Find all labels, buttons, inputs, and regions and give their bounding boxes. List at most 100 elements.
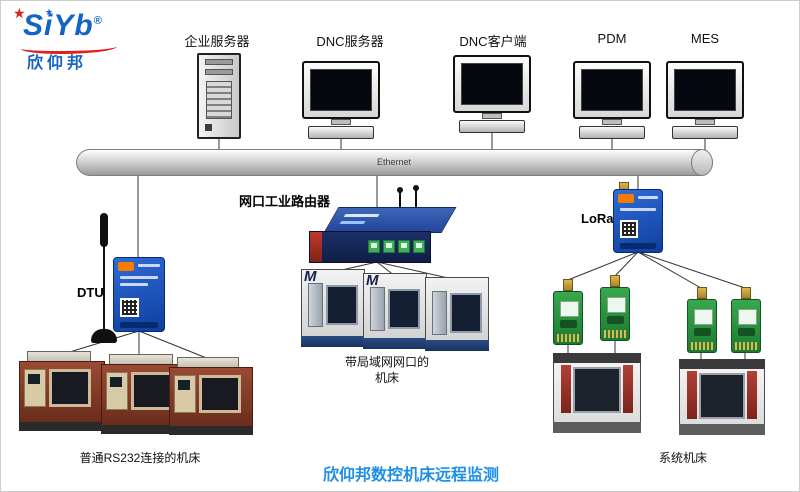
label-enterprise-server: 企业服务器 (184, 34, 250, 49)
vmc-base (425, 340, 489, 351)
computer-icon-dnc-server (302, 61, 380, 139)
router-text-line (339, 221, 366, 224)
monitor-stand (331, 119, 351, 125)
module-antenna-connector (741, 287, 751, 299)
monitor-frame (666, 61, 744, 119)
server-slot (205, 59, 233, 65)
vmc-window (326, 285, 358, 325)
machine-brand-mark: M (366, 272, 379, 289)
machine-door-left (561, 365, 571, 413)
lora-module (553, 279, 583, 345)
lora-module (687, 287, 717, 353)
lora-module (600, 275, 630, 341)
router-antenna (413, 185, 419, 207)
lathe-window (131, 372, 173, 410)
machine-brand-mark: M (304, 268, 317, 285)
module-antenna-connector (697, 287, 707, 299)
computer-icon-pdm (573, 61, 651, 139)
lathe-screen (110, 377, 122, 387)
monitor-frame (573, 61, 651, 119)
lora-brand-logo (618, 194, 634, 203)
module-pins (604, 330, 626, 338)
keyboard (672, 126, 738, 139)
small-star-icon: ★ (45, 7, 54, 17)
monitor-screen (310, 69, 372, 111)
monitor-screen (581, 69, 643, 111)
keyboard (308, 126, 374, 139)
monitor-screen (674, 69, 736, 111)
lora-text-line (638, 196, 658, 199)
keyboard (579, 126, 645, 139)
monitor-stand (602, 119, 622, 125)
vmc-window (388, 289, 420, 329)
module-chip (607, 297, 626, 313)
lan-cnc-machine (425, 277, 489, 351)
router-label: 网口工业路由器 (239, 194, 331, 209)
rs232-machines-label: 普通RS232连接的机床 (79, 451, 201, 465)
router-side-panel (310, 232, 322, 262)
dtu-antenna-rod (103, 245, 105, 333)
lathe-base (101, 425, 187, 434)
vmc-column (370, 287, 385, 331)
monitor-frame (453, 55, 531, 113)
server-tower-icon (197, 53, 241, 139)
module-pins (691, 342, 713, 350)
computer-icon-mes (666, 61, 744, 139)
monitor-screen (461, 63, 523, 105)
lora-text-line (620, 208, 656, 211)
dtu-qr-code (120, 298, 139, 317)
lathe-base (19, 422, 105, 431)
ethernet-port (383, 240, 395, 253)
system-machines-label: 系统机床 (658, 451, 707, 465)
label-mes: MES (690, 31, 720, 46)
machine-door-right (747, 371, 757, 419)
vmc-column (432, 291, 447, 335)
ethernet-port (413, 240, 425, 253)
machine-top-bar (553, 353, 641, 363)
computer-icon-dnc-client (453, 55, 531, 133)
lan-machines-label-line2: 机床 (374, 371, 399, 385)
lathe-base (169, 426, 253, 435)
machine-window (573, 367, 621, 413)
module-band (694, 328, 711, 336)
cnc-lathe-machine (19, 351, 105, 431)
dtu-brand-logo (118, 262, 134, 271)
module-pcb (687, 299, 717, 353)
lathe-window (49, 369, 91, 407)
machine-door-left (687, 371, 697, 419)
ethernet-bus: Ethernet (76, 149, 713, 176)
dtu-device (113, 257, 165, 332)
module-band (607, 316, 624, 324)
lan-machines-label-line1: 带局域网网口的 (344, 355, 429, 369)
star-icon: ★ (13, 5, 26, 21)
dtu-text-line (120, 283, 148, 286)
brand-subtitle: 欣仰邦 (27, 55, 88, 72)
lora-connector-strip (620, 243, 656, 249)
server-slot (205, 69, 233, 75)
label-dnc-client: DNC客户端 (459, 34, 527, 49)
cnc-lathe-machine (169, 357, 253, 435)
module-antenna-connector (563, 279, 573, 291)
machine-base (679, 424, 765, 435)
dtu-label: DTU (77, 285, 104, 300)
module-chip (694, 309, 713, 325)
machine-top-bar (679, 359, 765, 369)
monitor-stand (482, 113, 502, 119)
module-pcb (600, 287, 630, 341)
module-pcb (731, 299, 761, 353)
lan-cnc-machine: M (301, 268, 365, 347)
registered-mark: ® (93, 15, 103, 27)
module-pins (557, 334, 579, 342)
dtu-text-line (120, 276, 158, 279)
monitor-stand (695, 119, 715, 125)
module-chip (738, 309, 757, 325)
lora-qr-code (620, 220, 638, 238)
label-dnc-server: DNC服务器 (316, 34, 384, 49)
dtu-connector-strip (120, 322, 158, 328)
vmc-window (450, 293, 482, 333)
module-pcb (553, 291, 583, 345)
pipe-end-cap (691, 149, 713, 176)
brand-logo: ★ ★ SiYb® 欣仰邦 (11, 5, 171, 72)
vmc-base (301, 336, 365, 347)
